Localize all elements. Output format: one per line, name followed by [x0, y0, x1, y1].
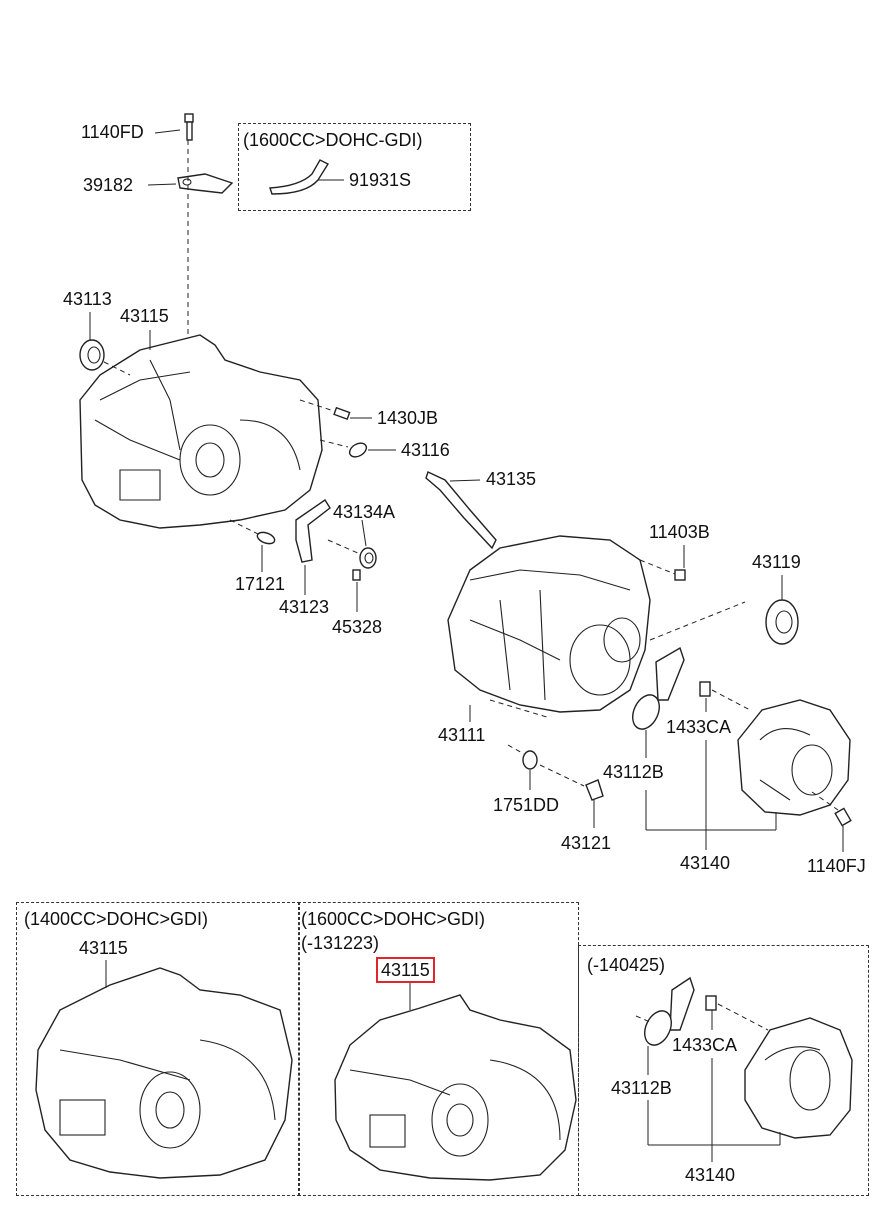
label-43113[interactable]: 43113 [63, 289, 112, 309]
label-43123[interactable]: 43123 [279, 597, 330, 617]
label-right-43112b[interactable]: 43112B [611, 1078, 672, 1098]
label-43140-main[interactable]: 43140 [680, 853, 731, 873]
label-43112b-main[interactable]: 43112B [603, 762, 664, 782]
label-39182[interactable]: 39182 [83, 175, 134, 195]
label-1140fd[interactable]: 1140FD [81, 122, 144, 142]
pin-1430jb-drawing [299, 399, 372, 421]
bracket-39182-drawing [147, 173, 234, 194]
bolt-1140fd-drawing [154, 113, 194, 141]
clutch-housing-1400cc-drawing [35, 960, 293, 1179]
panel-right [578, 945, 869, 1196]
label-1430jb[interactable]: 1430JB [377, 408, 439, 428]
ring-17121-drawing [229, 519, 276, 572]
bolt-11403b-drawing [639, 545, 686, 581]
seal-43119-drawing [765, 575, 799, 645]
label-right-43140[interactable]: 43140 [685, 1165, 736, 1185]
label-middle-43115-highlighted[interactable]: 43115 [376, 957, 435, 983]
label-43135[interactable]: 43135 [486, 469, 537, 489]
transmission-case-43111-drawing [447, 535, 746, 722]
label-left-43115[interactable]: 43115 [79, 938, 128, 958]
seal-43113-drawing [79, 312, 131, 376]
label-1751dd[interactable]: 1751DD [493, 795, 560, 815]
washer-43116-drawing [319, 439, 396, 458]
ring-1751dd-drawing [507, 744, 538, 790]
label-91931s[interactable]: 91931S [349, 170, 412, 190]
label-43121[interactable]: 43121 [561, 833, 612, 853]
variant-box-top [238, 123, 471, 211]
label-middle-variant: (1600CC>DOHC>GDI) [301, 909, 486, 929]
label-right-1433ca[interactable]: 1433CA [672, 1035, 738, 1055]
clutch-housing-1600cc-drawing [334, 982, 577, 1181]
bolt-1140fj-drawing [811, 791, 852, 852]
label-middle-range: (-131223) [301, 933, 380, 953]
clutch-housing-43115-drawing [79, 330, 323, 529]
label-43134a[interactable]: 43134A [333, 502, 396, 522]
pin-1433ca-drawing [699, 681, 751, 712]
label-43111[interactable]: 43111 [438, 725, 486, 745]
label-43119[interactable]: 43119 [752, 552, 801, 572]
label-variant-top: (1600CC>DOHC-GDI) [243, 130, 423, 150]
fork-43123-drawing [295, 499, 331, 595]
bolt-45328-drawing [352, 569, 361, 612]
cover-43140-drawing [645, 699, 851, 850]
seal-43134a-drawing [327, 519, 377, 569]
label-left-variant: (1400CC>DOHC>GDI) [24, 909, 209, 929]
clip-91931s-drawing [269, 159, 344, 195]
panel-left [16, 902, 300, 1196]
label-right-range: (-140425) [587, 955, 666, 975]
disc-43112b-drawing [632, 646, 685, 758]
plug-43121-drawing [539, 764, 604, 828]
label-11403b[interactable]: 11403B [649, 522, 710, 542]
label-17121[interactable]: 17121 [235, 574, 286, 594]
label-43115-main[interactable]: 43115 [120, 306, 169, 326]
lever-43135-drawing [425, 471, 497, 550]
label-1140fj[interactable]: 1140FJ [807, 856, 866, 876]
cover-assembly-140425-drawing [635, 976, 853, 1162]
label-1433ca-main[interactable]: 1433CA [666, 717, 732, 737]
label-45328[interactable]: 45328 [332, 617, 383, 637]
label-43116[interactable]: 43116 [401, 440, 450, 460]
